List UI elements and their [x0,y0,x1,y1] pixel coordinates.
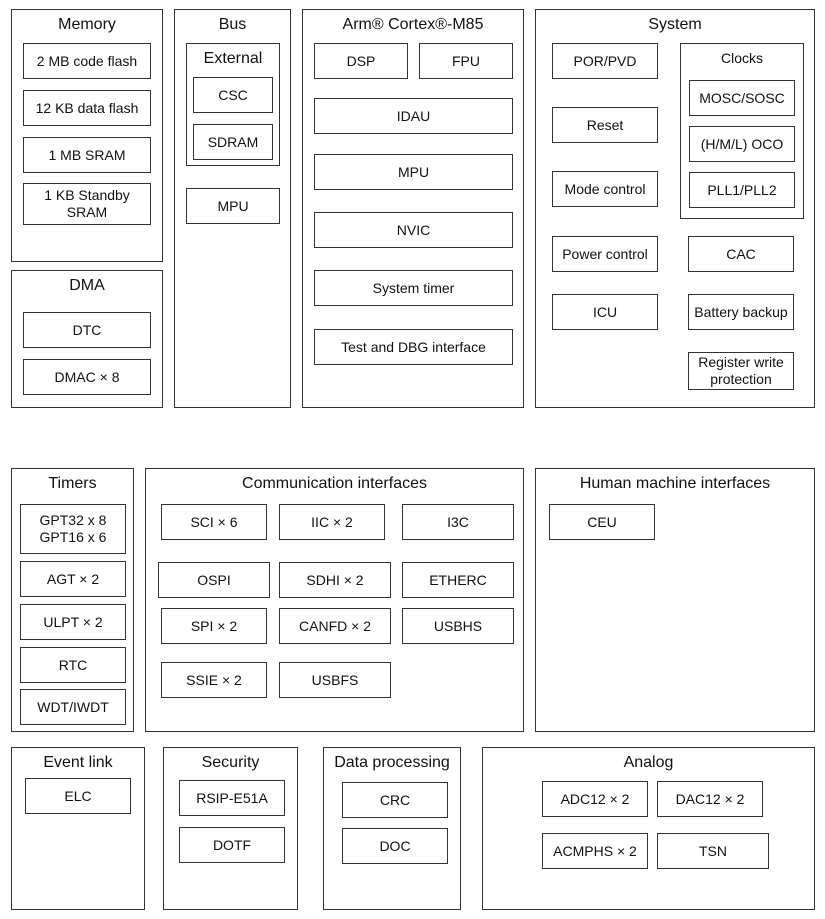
cpu-test-dbg: Test and DBG interface [314,329,513,365]
memory-code-flash: 2 MB code flash [23,43,151,79]
memory-standby-sram: 1 KB Standby SRAM [23,183,151,225]
system-cac: CAC [688,236,794,272]
dma-dmac: DMAC × 8 [23,359,151,395]
system-title: System [648,16,702,33]
timers-wdt: WDT/IWDT [20,689,126,725]
dataproc-group: Data processing CRC DOC [323,747,461,910]
analog-dac12: DAC12 × 2 [657,781,763,817]
cpu-idau: IDAU [314,98,513,134]
timers-gpt: GPT32 x 8 GPT16 x 6 [20,504,126,554]
clocks-group: Clocks MOSC/SOSC (H/M/L) OCO PLL1/PLL2 [680,43,804,219]
timers-ulpt: ULPT × 2 [20,604,126,640]
bus-title: Bus [218,16,247,33]
analog-acmphs: ACMPHS × 2 [542,833,648,869]
timers-agt: AGT × 2 [20,561,126,597]
comm-usbhs: USBHS [402,608,514,644]
cpu-system-timer: System timer [314,270,513,306]
analog-title: Analog [623,754,674,771]
cpu-title: Arm® Cortex®-M85 [342,16,484,33]
comm-sdhi: SDHI × 2 [279,562,391,598]
bus-external-title: External [203,50,263,67]
memory-title: Memory [58,16,116,33]
security-rsip: RSIP-E51A [179,780,285,816]
analog-adc12: ADC12 × 2 [542,781,648,817]
comm-iic: IIC × 2 [279,504,385,540]
dataproc-crc: CRC [342,782,448,818]
clocks-mosc-sosc: MOSC/SOSC [689,80,795,116]
system-por-pvd: POR/PVD [552,43,658,79]
system-reset: Reset [552,107,658,143]
comm-usbfs: USBFS [279,662,391,698]
bus-mpu: MPU [186,188,280,224]
comm-spi: SPI × 2 [161,608,267,644]
comm-canfd: CANFD × 2 [279,608,391,644]
system-battery-backup: Battery backup [688,294,794,330]
memory-sram: 1 MB SRAM [23,137,151,173]
comm-ospi: OSPI [158,562,270,598]
cpu-group: Arm® Cortex®-M85 DSP FPU IDAU MPU NVIC S… [302,9,524,408]
bus-external-group: External CSC SDRAM [186,43,280,166]
analog-group: Analog ADC12 × 2 DAC12 × 2 ACMPHS × 2 TS… [482,747,815,910]
hmi-title: Human machine interfaces [579,475,771,492]
eventlink-elc: ELC [25,778,131,814]
cpu-mpu: MPU [314,154,513,190]
system-mode-control: Mode control [552,171,658,207]
dataproc-doc: DOC [342,828,448,864]
security-title: Security [201,754,260,771]
comm-i3c: I3C [402,504,514,540]
memory-data-flash: 12 KB data flash [23,90,151,126]
comm-title: Communication interfaces [242,475,427,492]
dma-dtc: DTC [23,312,151,348]
dma-title: DMA [69,277,105,294]
clocks-oco: (H/M/L) OCO [689,126,795,162]
clocks-title: Clocks [720,50,763,66]
hmi-ceu: CEU [549,504,655,540]
memory-group: Memory 2 MB code flash 12 KB data flash … [11,9,163,262]
security-dotf: DOTF [179,827,285,863]
clocks-pll: PLL1/PLL2 [689,172,795,208]
eventlink-title: Event link [43,754,113,771]
comm-group: Communication interfaces SCI × 6 IIC × 2… [145,468,524,732]
bus-sdram: SDRAM [193,124,273,160]
timers-group: Timers GPT32 x 8 GPT16 x 6 AGT × 2 ULPT … [11,468,134,732]
cpu-dsp: DSP [314,43,408,79]
system-group: System POR/PVD Reset Mode control Power … [535,9,815,408]
security-group: Security RSIP-E51A DOTF [163,747,298,910]
dma-group: DMA DTC DMAC × 8 [11,270,163,408]
system-register-write-protection: Register write protection [688,352,794,390]
comm-ssie: SSIE × 2 [161,662,267,698]
timers-rtc: RTC [20,647,126,683]
eventlink-group: Event link ELC [11,747,145,910]
analog-tsn: TSN [657,833,769,869]
dataproc-title: Data processing [334,754,450,771]
system-icu: ICU [552,294,658,330]
cpu-nvic: NVIC [314,212,513,248]
cpu-fpu: FPU [419,43,513,79]
hmi-group: Human machine interfaces CEU [535,468,815,732]
comm-etherc: ETHERC [402,562,514,598]
bus-group: Bus External CSC SDRAM MPU [174,9,291,408]
bus-csc: CSC [193,77,273,113]
timers-title: Timers [48,475,97,492]
system-power-control: Power control [552,236,658,272]
comm-sci: SCI × 6 [161,504,267,540]
